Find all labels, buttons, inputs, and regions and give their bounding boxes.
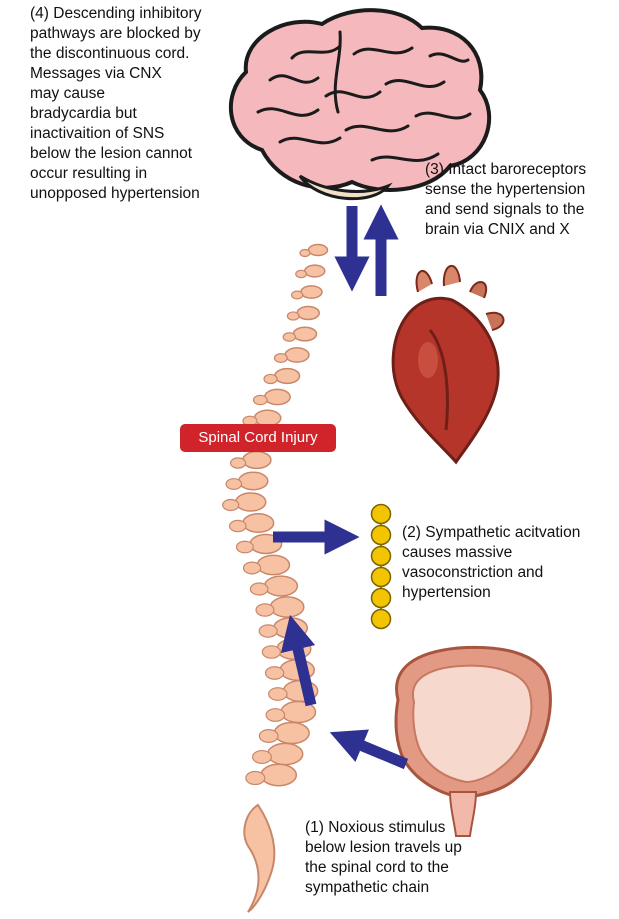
step-2-line: vasoconstriction and (402, 564, 544, 581)
step-4-line: inactivaition of SNS (30, 125, 165, 142)
vertebra (266, 742, 304, 766)
step-3-line: and send signals to the (425, 201, 585, 218)
vertebra-process (282, 332, 297, 342)
vertebra-process (264, 666, 285, 680)
step-4-line: unopposed hypertension (30, 185, 200, 202)
vertebra (256, 554, 291, 576)
vertebra (269, 596, 305, 618)
vertebra (263, 575, 299, 597)
vertebra-process (242, 561, 262, 575)
step-1-line: below lesion travels up (305, 839, 462, 856)
step-4-line: Messages via CNX (30, 65, 162, 82)
vertebra-process (252, 749, 272, 765)
vertebra (260, 763, 298, 787)
vertebra-process (229, 457, 247, 469)
vertebra-process (286, 311, 300, 321)
ganglion (370, 524, 392, 546)
vertebra-process (268, 687, 288, 701)
bladder-icon (394, 645, 552, 837)
vertebra (284, 347, 310, 363)
sacrum (243, 803, 276, 913)
vertebra-process (235, 540, 254, 554)
vertebra-process (261, 645, 282, 659)
step-2-line: hypertension (402, 584, 491, 601)
vertebra (242, 513, 275, 533)
vertebra (263, 388, 291, 406)
step-3-line: brain via CNIX and X (425, 221, 570, 238)
vertebra-process (273, 353, 288, 364)
step-4-line: (4) Descending inhibitory (30, 5, 202, 22)
vertebra-process (263, 373, 278, 385)
step-4-line: may cause (30, 85, 105, 102)
vertebra (303, 264, 326, 278)
step-4-line: occur resulting in (30, 165, 148, 182)
vertebra-process (245, 770, 266, 786)
step-4-line: bradycardia but (30, 105, 137, 122)
step-4-line: pathways are blocked by (30, 25, 201, 42)
spinal-column-icon (222, 243, 329, 913)
vertebra-process (258, 624, 278, 638)
vertebra (292, 326, 318, 342)
ganglion (370, 566, 392, 588)
step-1-line: the spinal cord to the (305, 859, 449, 876)
vertebra-process (295, 269, 307, 279)
vertebra (296, 305, 320, 321)
step-1-line: (1) Noxious stimulus (305, 819, 446, 836)
ganglion (370, 503, 392, 525)
spinal-cord-injury-badge: Spinal Cord Injury (180, 424, 336, 452)
vertebra-process (249, 582, 269, 596)
vertebra-process (299, 248, 311, 258)
vertebra (234, 492, 267, 512)
step-3-caption: (3) Intact baroreceptors sense the hyper… (425, 160, 586, 240)
step-3-line: sense the hypertension (425, 181, 586, 198)
heart-icon (391, 264, 505, 465)
step-2-line: causes massive (402, 544, 513, 561)
step-1-line: sympathetic chain (305, 879, 430, 896)
noxious-stimulus-arrow (329, 729, 409, 770)
vertebra (242, 450, 272, 470)
vertebra-process (228, 519, 247, 533)
vertebra-process (265, 708, 286, 722)
step-4-caption: (4) Descending inhibitory pathways are b… (30, 4, 201, 204)
vertebra-process (291, 290, 304, 300)
vertebra (300, 285, 323, 299)
step-2-line: (2) Sympathetic acitvation (402, 524, 581, 541)
step-2-caption: (2) Sympathetic acitvation causes massiv… (402, 523, 580, 603)
step-4-line: below the lesion cannot (30, 145, 193, 162)
step-3-line: (3) Intact baroreceptors (425, 161, 587, 178)
ganglion (370, 587, 392, 609)
vertebra (307, 243, 329, 257)
vertebra (274, 367, 301, 385)
ganglion (370, 545, 392, 567)
step-1-caption: (1) Noxious stimulus below lesion travel… (305, 818, 462, 898)
ganglion (370, 608, 392, 630)
vertebra-process (225, 478, 243, 490)
vertebra-process (255, 603, 275, 617)
vertebra (237, 471, 269, 491)
vertebra-process (252, 394, 268, 406)
ascending-signal-arrow (280, 614, 317, 707)
vertebra-process (258, 729, 279, 743)
sympathetic-chain-icon (370, 503, 392, 630)
step-4-line: the discontinuous cord. (30, 45, 190, 62)
vertebra (273, 721, 310, 745)
vertebra-process (222, 498, 240, 512)
brain-icon (229, 8, 492, 201)
